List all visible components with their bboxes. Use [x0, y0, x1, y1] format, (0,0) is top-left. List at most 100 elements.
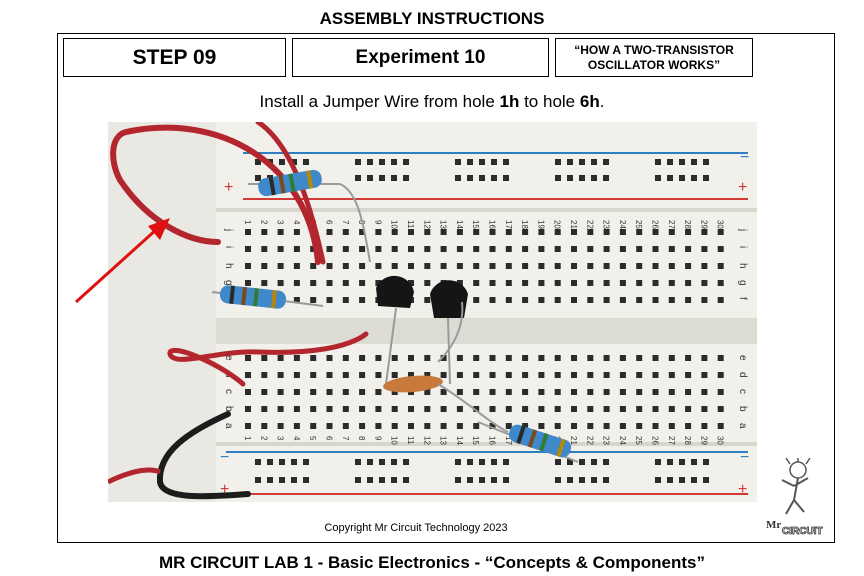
breadboard-hole [408, 355, 414, 361]
breadboard-hole [603, 246, 610, 252]
column-number-bottom: 24 [618, 436, 627, 445]
column-number-top: 24 [618, 220, 627, 229]
breadboard-hole [591, 459, 597, 465]
breadboard-hole [603, 372, 610, 378]
breadboard-hole [342, 263, 349, 269]
breadboard-hole [359, 246, 366, 252]
breadboard-hole [326, 280, 333, 286]
breadboard-hole [440, 263, 447, 269]
breadboard-hole [277, 423, 284, 429]
column-number-top: 2 [259, 220, 268, 225]
column-number-top: 30 [716, 220, 725, 229]
breadboard-hole [717, 355, 724, 361]
breadboard-hole [456, 406, 463, 412]
breadboard-hole [567, 459, 573, 465]
breadboard-hole [554, 406, 561, 412]
breadboard-hole [293, 372, 300, 378]
breadboard-hole [310, 280, 317, 286]
breadboard-hole [619, 229, 626, 235]
column-number-top: 12 [422, 220, 431, 229]
breadboard-hole [403, 175, 409, 181]
breadboard-hole [591, 175, 597, 181]
column-number-top: 4 [292, 220, 301, 225]
breadboard-hole [571, 297, 577, 303]
breadboard-hole [636, 406, 643, 412]
breadboard-hole [587, 263, 594, 269]
breadboard-hole [652, 297, 659, 303]
column-number-bottom: 21 [569, 436, 578, 445]
breadboard-hole [277, 355, 284, 361]
breadboard-hole [277, 389, 284, 395]
breadboard-hole [310, 389, 317, 395]
center-divider [216, 318, 757, 344]
breadboard-hole [603, 159, 609, 165]
breadboard-hole [456, 372, 463, 378]
breadboard-hole [455, 459, 461, 465]
breadboard-hole [652, 389, 659, 395]
breadboard-hole [326, 246, 333, 252]
breadboard-hole [703, 477, 709, 483]
breadboard-hole [587, 389, 594, 395]
breadboard-hole [267, 459, 273, 465]
breadboard-hole [636, 263, 643, 269]
breadboard-hole [571, 406, 577, 412]
column-number-bottom: 12 [422, 436, 431, 445]
breadboard-hole [255, 459, 261, 465]
breadboard-hole [555, 459, 561, 465]
breadboard-hole [505, 389, 512, 395]
breadboard-hole [685, 355, 692, 361]
row-letter-left: a [223, 423, 234, 429]
breadboard-hole [555, 477, 561, 483]
instruction-middle: to hole [519, 92, 580, 111]
breadboard-hole [359, 229, 366, 235]
column-number-bottom: 22 [585, 436, 594, 445]
breadboard-hole [473, 229, 480, 235]
column-number-bottom: 17 [504, 436, 513, 445]
breadboard-hole [587, 297, 594, 303]
breadboard-hole [636, 423, 643, 429]
breadboard-hole [279, 477, 285, 483]
breadboard-hole [391, 423, 398, 429]
breadboard-hole [467, 159, 473, 165]
breadboard-hole [538, 297, 545, 303]
column-number-bottom: 1 [243, 436, 252, 441]
breadboard-hole [522, 389, 529, 395]
breadboard-hole [408, 246, 414, 252]
breadboard-hole [667, 459, 673, 465]
breadboard-hole [293, 263, 300, 269]
capacitor-lead [437, 383, 509, 433]
instruction-text: Install a Jumper Wire from hole 1h to ho… [0, 92, 864, 112]
breadboard-hole [408, 423, 414, 429]
breadboard-hole [379, 477, 385, 483]
breadboard-hole [522, 406, 529, 412]
breadboard-hole [587, 406, 594, 412]
breadboard-hole [359, 423, 366, 429]
breadboard-hole [505, 406, 512, 412]
breadboard-hole [571, 263, 577, 269]
breadboard-photo: 1122334455667788991010111112121313141415… [108, 122, 757, 502]
breadboard-hole [538, 372, 545, 378]
breadboard-hole [424, 372, 431, 378]
breadboard-hole [326, 423, 333, 429]
column-number-top: 10 [390, 220, 399, 229]
breadboard-hole [701, 280, 708, 286]
breadboard-hole [522, 246, 529, 252]
breadboard-hole [424, 229, 431, 235]
column-number-bottom: 8 [357, 436, 366, 441]
column-number-top: 23 [602, 220, 611, 229]
breadboard-hole [538, 355, 545, 361]
breadboard-hole [554, 263, 561, 269]
breadboard-hole [652, 406, 659, 412]
breadboard-hole [668, 297, 675, 303]
breadboard-hole [342, 355, 349, 361]
breadboard-hole [310, 423, 317, 429]
breadboard-hole [391, 175, 397, 181]
breadboard-hole [424, 263, 431, 269]
column-number-bottom: 27 [667, 436, 676, 445]
breadboard-hole [655, 159, 661, 165]
column-number-top: 19 [536, 220, 545, 229]
breadboard-hole [342, 246, 349, 252]
breadboard-hole [679, 159, 685, 165]
breadboard-hole [717, 280, 724, 286]
breadboard-hole [293, 280, 300, 286]
